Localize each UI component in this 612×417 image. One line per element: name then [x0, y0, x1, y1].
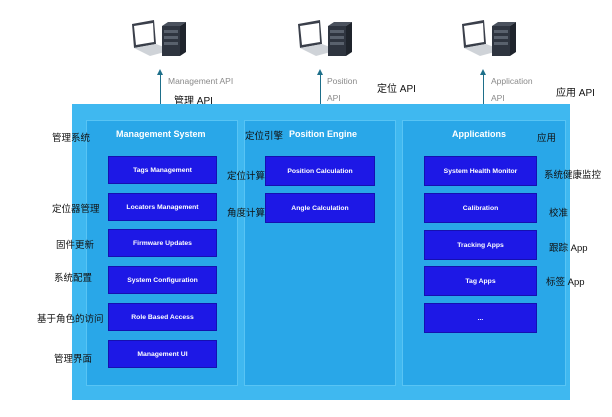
firmware-updates-cn: 固件更新 — [56, 240, 95, 251]
applications-title: Applications — [452, 129, 507, 139]
position-api-arrow — [317, 69, 323, 104]
computer-icon-management — [132, 20, 186, 56]
system-configuration-button[interactable]: System Configuration — [108, 266, 217, 294]
angle-calculation-button[interactable]: Angle Calculation — [265, 193, 375, 223]
position-engine-title: Position Engine — [289, 129, 358, 139]
system-health-monitor-cn: 系统健康监控 — [544, 170, 602, 181]
system-configuration-cn: 系统配置 — [54, 273, 93, 284]
tracking-apps-button[interactable]: Tracking Apps — [424, 230, 537, 260]
management-ui-cn: 管理界面 — [54, 354, 93, 365]
locators-management-cn: 定位器管理 — [52, 204, 100, 215]
position-api-label-1: Position — [327, 76, 358, 86]
management-ui-button[interactable]: Management UI — [108, 340, 217, 368]
position-calculation-button[interactable]: Position Calculation — [265, 156, 375, 186]
computer-icon-application — [462, 20, 516, 56]
firmware-updates-button[interactable]: Firmware Updates — [108, 229, 217, 257]
calibration-button[interactable]: Calibration — [424, 193, 537, 223]
management-api-arrow — [157, 69, 163, 104]
system-health-monitor-button[interactable]: System Health Monitor — [424, 156, 537, 186]
role-based-access-cn: 基于角色的访问 — [37, 314, 104, 325]
management-system-cn: 管理系统 — [52, 133, 91, 144]
calibration-cn: 校准 — [549, 208, 569, 219]
angle-calculation-cn: 角度计算 — [227, 208, 266, 219]
management-api-cn: 管理 API — [174, 96, 213, 107]
application-api-label-2: API — [491, 93, 505, 103]
position-api-label-2: API — [327, 93, 341, 103]
more-apps-button[interactable]: ... — [424, 303, 537, 333]
application-api-cn: 应用 API — [556, 88, 595, 99]
management-system-title: Management System — [116, 129, 206, 139]
role-based-access-button[interactable]: Role Based Access — [108, 303, 217, 331]
position-calculation-cn: 定位计算 — [227, 171, 266, 182]
application-api-arrow — [480, 69, 486, 104]
tag-apps-cn: 标签 App — [546, 277, 585, 288]
tracking-apps-cn: 跟踪 App — [549, 243, 588, 254]
application-api-label-1: Application — [491, 76, 533, 86]
applications-cn: 应用 — [537, 133, 557, 144]
management-api-label: Management API — [168, 76, 234, 86]
position-engine-cn: 定位引擎 — [245, 131, 284, 142]
computer-icon-position — [298, 20, 352, 56]
locators-management-button[interactable]: Locators Management — [108, 193, 217, 221]
tag-apps-button[interactable]: Tag Apps — [424, 266, 537, 296]
position-api-cn: 定位 API — [377, 84, 416, 95]
tags-management-button[interactable]: Tags Management — [108, 156, 217, 184]
